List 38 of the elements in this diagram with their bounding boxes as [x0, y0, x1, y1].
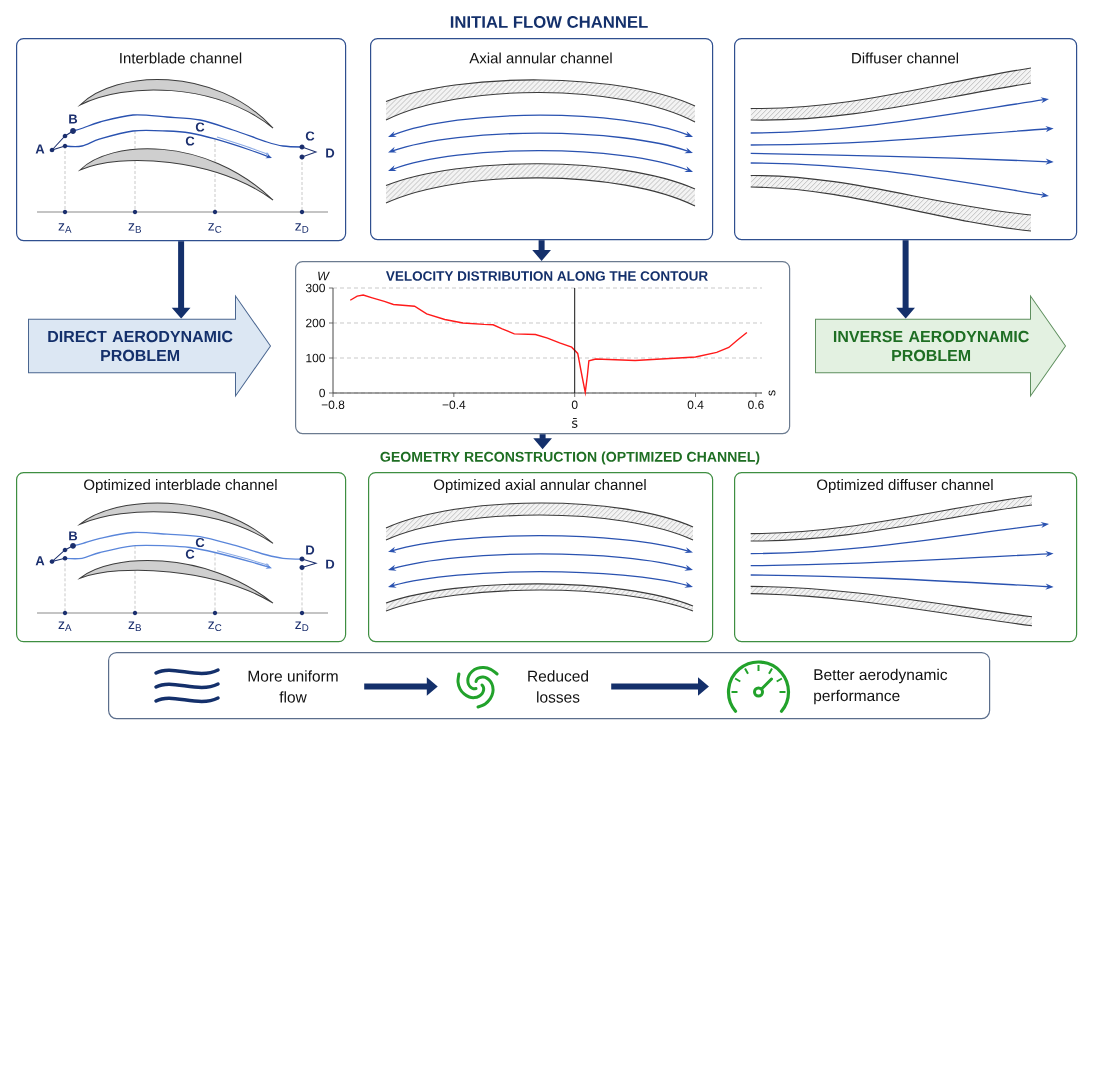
- summary-panel: [108, 652, 991, 720]
- point-label: D: [306, 545, 315, 555]
- point-label: D: [326, 559, 335, 569]
- point-label: A: [35, 144, 45, 154]
- benefit-label: More uniform flow: [248, 670, 338, 703]
- title: INITIAL FLOW CHANNEL: [450, 16, 648, 28]
- point-label: C: [195, 537, 205, 548]
- axis-label: s: [768, 390, 776, 396]
- benefit-label: Better aerodynamic performance: [814, 668, 948, 705]
- point-label: D: [326, 148, 335, 158]
- axis-label: z$_{B}$: [128, 223, 141, 233]
- y-tick-label: 300: [305, 283, 326, 293]
- x-tick-label: 0.6: [748, 400, 764, 410]
- y-tick-label: 0: [319, 388, 326, 398]
- axis-label: z$_{B}$: [128, 621, 141, 632]
- point-label: C: [305, 131, 315, 141]
- point-label: C: [195, 122, 205, 132]
- axis-label: z$_{D}$: [295, 621, 309, 632]
- x-tick-label: 0.4: [687, 400, 704, 410]
- point-label: B: [69, 531, 78, 541]
- axis-label: z$_{C}$: [208, 621, 222, 632]
- axis-label: z$_{A}$: [58, 621, 72, 632]
- x-tick-label: 0: [571, 400, 578, 410]
- y-tick-label: 200: [306, 318, 326, 328]
- benefit-label: Reduced losses: [528, 670, 588, 703]
- axis-label: z$_{D}$: [295, 223, 309, 233]
- point-label: C: [185, 549, 195, 559]
- point-label: B: [69, 114, 78, 124]
- x-tick-label: −0.4: [442, 400, 466, 410]
- point-label: A: [35, 556, 45, 566]
- x-tick-label: −0.8: [321, 400, 345, 410]
- y-tick-label: 100: [306, 353, 326, 363]
- axis-label: z$_{C}$: [208, 223, 222, 233]
- axis-label: s̄: [572, 418, 578, 428]
- section-heading: GEOMETRY RECONSTRUCTION (OPTIMIZED CHANNEL): [380, 451, 760, 465]
- axis-label: W: [318, 271, 330, 281]
- point-label: C: [185, 136, 195, 146]
- axis-label: z$_{A}$: [58, 223, 72, 233]
